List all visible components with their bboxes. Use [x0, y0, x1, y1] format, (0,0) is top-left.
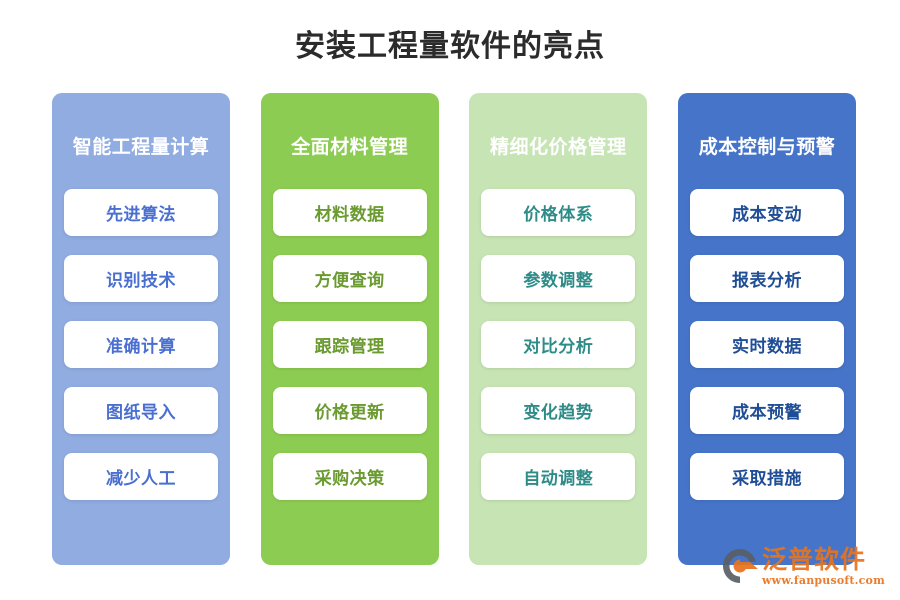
feature-card[interactable]: 采取措施 — [689, 453, 844, 500]
watermark-brand: 泛普软件 — [762, 544, 867, 574]
watermark-text: 泛普软件 www.fanpusoft.com — [762, 547, 885, 586]
feature-card[interactable]: 材料数据 — [272, 189, 427, 236]
feature-card-list: 成本变动报表分析实时数据成本预警采取措施 — [689, 189, 844, 500]
columns-container: 智能工程量计算先进算法识别技术准确计算图纸导入减少人工全面材料管理材料数据方便查… — [52, 93, 856, 565]
feature-card-list: 价格体系参数调整对比分析变化趋势自动调整 — [481, 189, 636, 500]
page-title: 安装工程量软件的亮点 — [295, 29, 605, 64]
column-header: 智能工程量计算 — [72, 136, 210, 158]
feature-card[interactable]: 图纸导入 — [64, 387, 218, 434]
feature-card[interactable]: 参数调整 — [481, 255, 636, 302]
column-header: 全面材料管理 — [291, 136, 409, 158]
feature-card[interactable]: 价格更新 — [272, 387, 427, 434]
feature-card[interactable]: 对比分析 — [481, 321, 636, 368]
feature-card[interactable]: 成本变动 — [689, 189, 844, 236]
feature-card[interactable]: 变化趋势 — [481, 387, 636, 434]
feature-card[interactable]: 先进算法 — [64, 189, 218, 236]
feature-column: 智能工程量计算先进算法识别技术准确计算图纸导入减少人工 — [52, 93, 230, 565]
feature-card[interactable]: 跟踪管理 — [272, 321, 427, 368]
feature-card[interactable]: 价格体系 — [481, 189, 636, 236]
feature-column: 精细化价格管理价格体系参数调整对比分析变化趋势自动调整 — [469, 93, 648, 565]
feature-card[interactable]: 报表分析 — [689, 255, 844, 302]
feature-card[interactable]: 成本预警 — [689, 387, 844, 434]
feature-card[interactable]: 采购决策 — [272, 453, 427, 500]
feature-card[interactable]: 减少人工 — [64, 453, 218, 500]
feature-card-list: 先进算法识别技术准确计算图纸导入减少人工 — [64, 189, 218, 500]
watermark: 泛普软件 www.fanpusoft.com — [720, 540, 888, 592]
feature-card-list: 材料数据方便查询跟踪管理价格更新采购决策 — [272, 189, 427, 500]
feature-column: 成本控制与预警成本变动报表分析实时数据成本预警采取措施 — [677, 93, 856, 565]
feature-card[interactable]: 实时数据 — [689, 321, 844, 368]
feature-card[interactable]: 方便查询 — [272, 255, 427, 302]
feature-column: 全面材料管理材料数据方便查询跟踪管理价格更新采购决策 — [260, 93, 439, 565]
fanpu-logo-icon — [720, 546, 760, 586]
feature-card[interactable]: 准确计算 — [64, 321, 218, 368]
watermark-url: www.fanpusoft.com — [762, 573, 885, 587]
feature-card[interactable]: 识别技术 — [64, 255, 218, 302]
column-header: 成本控制与预警 — [698, 136, 836, 158]
feature-card[interactable]: 自动调整 — [481, 453, 636, 500]
column-header: 精细化价格管理 — [490, 136, 627, 158]
